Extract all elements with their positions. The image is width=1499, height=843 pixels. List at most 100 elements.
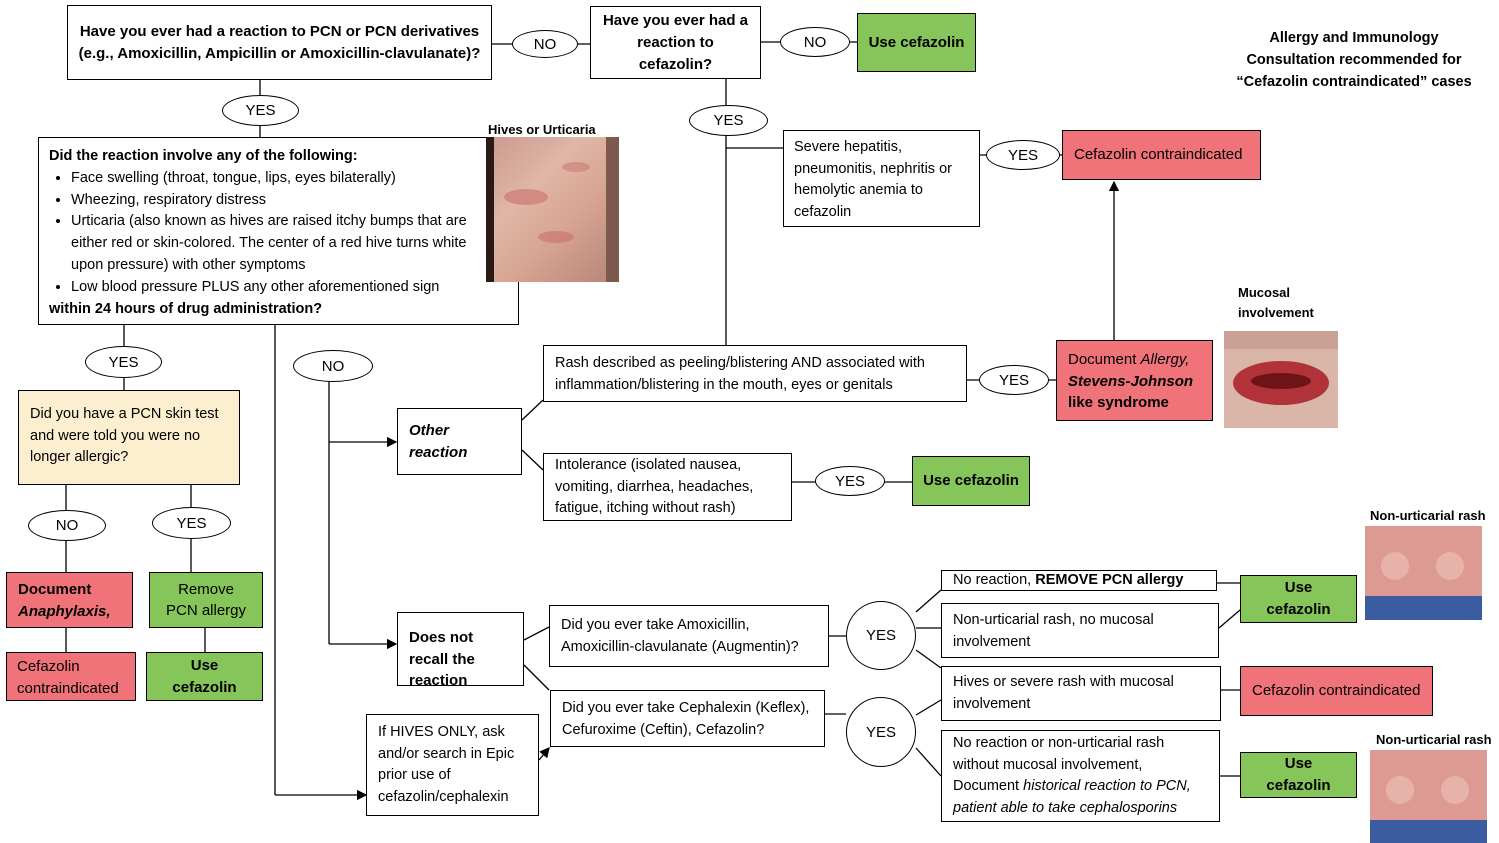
cefazolin-contraindicated-top: Cefazolin contraindicated: [1062, 130, 1261, 180]
sjs-stevens-johnson: Stevens-Johnson: [1068, 372, 1194, 390]
skin-test-question: Did you have a PCN skin test and were to…: [18, 390, 240, 485]
use-cefazolin-text: Use cefazolin: [1266, 579, 1331, 618]
cefazolin-contraindicated-left-text: Cefazolin contraindicated: [17, 658, 119, 697]
hives-severe-mucosal-box: Hives or severe rash with mucosal involv…: [941, 666, 1221, 721]
non-urticarial-photo-2: [1370, 750, 1487, 843]
reaction-question-footer: within 24 hours of drug administration?: [49, 300, 323, 317]
cefazolin-contraindicated-left: Cefazolin contraindicated: [6, 652, 136, 701]
no-text: NO: [55, 517, 79, 534]
reaction-item-face-swelling: Face swelling (throat, tongue, lips, eye…: [71, 168, 508, 190]
non-urticarial-photo-1: [1365, 526, 1482, 620]
yes-oval-amoxicillin: YES: [846, 601, 916, 670]
use-cefazolin-text: Use cefazolin: [868, 33, 965, 51]
skin-test-text: Did you have a PCN skin test and were to…: [30, 406, 219, 465]
mucosal-photo: [1224, 331, 1338, 428]
no-oval-2: NO: [780, 27, 850, 57]
sjs-prefix: Document: [1068, 351, 1141, 368]
rash-peeling-box: Rash described as peeling/blistering AND…: [543, 345, 967, 402]
mucosal-caption: Mucosal involvement: [1238, 285, 1314, 320]
no-reaction-prefix: No reaction,: [953, 572, 1036, 588]
yes-text: YES: [998, 371, 1029, 389]
not-recall-box: Does not recall the reaction: [397, 612, 524, 689]
use-cefazolin-text: Use cefazolin: [1266, 755, 1331, 794]
remove-pcn-text: Remove PCN allergy: [165, 580, 247, 620]
sjs-suffix: like syndrome: [1068, 394, 1169, 411]
use-cefazolin-text: Use cefazolin: [923, 472, 1019, 489]
other-reaction-box: Other reaction: [397, 408, 522, 475]
use-cefazolin-text: Use cefazolin: [172, 656, 237, 696]
not-recall-text: Does not recall the reaction: [409, 629, 475, 689]
yes-oval-skin-test: YES: [152, 507, 231, 539]
historical-doc: Document: [953, 778, 1024, 794]
reaction-item-low-bp: Low blood pressure PLUS any other aforem…: [71, 277, 508, 299]
yes-oval-rash: YES: [979, 365, 1049, 395]
use-cefazolin-left: Use cefazolin: [146, 652, 263, 701]
yes-oval-severe: YES: [986, 140, 1060, 170]
severe-reaction-text: Severe hepatitis, pneumonitis, nephritis…: [794, 139, 952, 220]
yes-text: YES: [108, 353, 139, 371]
cefazolin-reaction-question: Have you ever had a reaction to cefazoli…: [590, 6, 761, 79]
yes-text: YES: [176, 514, 207, 532]
non-urticarial-caption-1: Non-urticarial rash: [1370, 508, 1486, 523]
document-sjs-box: Document Allergy, Stevens-Johnson like s…: [1056, 340, 1213, 421]
yes-text: YES: [865, 627, 896, 644]
non-urticarial-no-mucosal-box: Non-urticarial rash, no mucosal involvem…: [941, 603, 1219, 658]
amoxicillin-question: Did you ever take Amoxicillin, Amoxicill…: [549, 605, 829, 667]
other-reaction-text: Other reaction: [409, 421, 468, 461]
hives-severe-mucosal-text: Hives or severe rash with mucosal involv…: [953, 674, 1174, 712]
cefazolin-contraindicated-right-text: Cefazolin contraindicated: [1252, 682, 1421, 699]
hives-caption: Hives or Urticaria: [488, 122, 596, 137]
use-cefazolin-intolerance: Use cefazolin: [912, 456, 1030, 506]
anaphylaxis-line2: Anaphylaxis,: [18, 602, 111, 620]
reaction-involvement-question: Did the reaction involve any of the foll…: [38, 137, 519, 325]
cefazolin-question-text: Have you ever had a reaction to cefazoli…: [602, 11, 749, 73]
yes-text: YES: [245, 102, 276, 119]
remove-pcn-allergy-box: Remove PCN allergy: [149, 572, 263, 628]
no-oval-reaction: NO: [293, 350, 373, 382]
rash-peeling-text: Rash described as peeling/blistering AND…: [555, 355, 925, 393]
pcn-question-text: Have you ever had a reaction to PCN or P…: [78, 22, 481, 62]
non-urticarial-caption-2: Non-urticarial rash: [1376, 732, 1492, 747]
anaphylaxis-line1: Document: [18, 581, 92, 598]
amoxicillin-question-text: Did you ever take Amoxicillin, Amoxicill…: [561, 617, 799, 655]
hives-only-box: If HIVES ONLY, ask and/or search in Epic…: [366, 714, 539, 816]
no-reaction-bold: REMOVE PCN allergy: [1035, 572, 1184, 588]
cephalexin-question: Did you ever take Cephalexin (Keflex), C…: [550, 690, 825, 747]
document-anaphylaxis-box: Document Anaphylaxis,: [6, 572, 133, 628]
yes-oval-reaction: YES: [85, 346, 162, 378]
reaction-item-urticaria: Urticaria (also known as hives are raise…: [71, 211, 508, 276]
no-oval-1: NO: [512, 30, 578, 58]
intolerance-text: Intolerance (isolated nausea, vomiting, …: [555, 457, 754, 516]
severe-reaction-box: Severe hepatitis, pneumonitis, nephritis…: [783, 130, 980, 227]
yes-oval-cephalexin: YES: [846, 697, 916, 767]
yes-oval-intolerance: YES: [815, 466, 885, 496]
hives-photo: [486, 137, 619, 282]
consult-note: Allergy and Immunology Consultation reco…: [1236, 30, 1472, 90]
cefazolin-contraindicated-text: Cefazolin contraindicated: [1074, 146, 1243, 163]
no-text: NO: [321, 357, 345, 375]
sjs-allergy: Allergy,: [1140, 351, 1190, 368]
no-oval-skin-test: NO: [28, 510, 106, 541]
pcn-reaction-question: Have you ever had a reaction to PCN or P…: [67, 5, 492, 80]
yes-text: YES: [865, 723, 896, 741]
reaction-question-title: Did the reaction involve any of the foll…: [49, 148, 358, 164]
hives-only-text: If HIVES ONLY, ask and/or search in Epic…: [378, 724, 515, 805]
no-text: NO: [803, 33, 827, 51]
use-cefazolin-amox: Use cefazolin: [1240, 575, 1357, 623]
no-reaction-remove-box: No reaction, REMOVE PCN allergy: [941, 570, 1217, 591]
yes-text: YES: [713, 112, 744, 129]
no-text: NO: [533, 35, 557, 53]
reaction-item-wheezing: Wheezing, respiratory distress: [71, 190, 508, 212]
use-cefazolin-ceph: Use cefazolin: [1240, 752, 1357, 798]
yes-oval-pcn: YES: [222, 95, 299, 126]
yes-text: YES: [1007, 146, 1038, 164]
intolerance-box: Intolerance (isolated nausea, vomiting, …: [543, 453, 792, 521]
historical-italic: historical reaction to PCN, patient able…: [953, 778, 1191, 816]
yes-text: YES: [834, 472, 865, 490]
historical-line1: No reaction or non-urticarial rash witho…: [953, 735, 1165, 773]
non-urticarial-no-mucosal-text: Non-urticarial rash, no mucosal involvem…: [953, 612, 1154, 650]
document-historical-box: No reaction or non-urticarial rash witho…: [941, 730, 1220, 822]
cefazolin-contraindicated-right: Cefazolin contraindicated: [1240, 666, 1433, 716]
yes-oval-cefazolin: YES: [689, 105, 768, 136]
use-cefazolin-top: Use cefazolin: [857, 13, 976, 72]
